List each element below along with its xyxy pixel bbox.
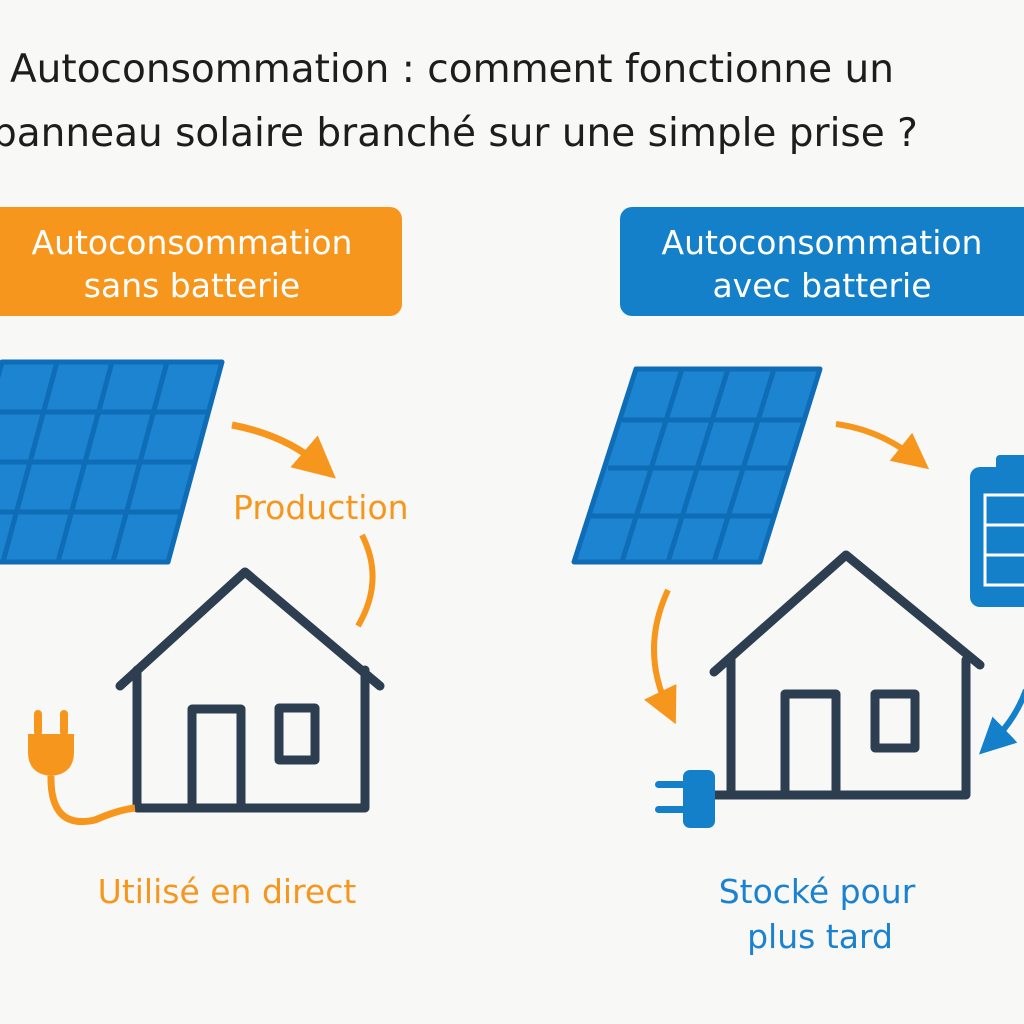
right-caption-line-1: Stocké pour bbox=[719, 872, 916, 911]
battery-icon bbox=[970, 455, 1024, 607]
production-label: Production bbox=[233, 488, 409, 527]
right-header-line-1: Autoconsommation bbox=[662, 223, 983, 262]
right-header-line-2: avec batterie bbox=[712, 266, 931, 305]
house-icon bbox=[115, 567, 385, 813]
left-header-box: Autoconsommation sans batterie bbox=[0, 207, 402, 316]
from-battery-arrow-icon bbox=[978, 688, 1024, 755]
right-header-box: Autoconsommation avec batterie bbox=[620, 207, 1024, 316]
house-icon bbox=[709, 550, 985, 800]
left-header-line-2: sans batterie bbox=[84, 266, 300, 305]
title-line-2: panneau solaire branché sur une simple p… bbox=[0, 111, 918, 156]
right-caption-line-2: plus tard bbox=[747, 917, 893, 956]
left-caption: Utilisé en direct bbox=[98, 872, 357, 911]
left-header-line-1: Autoconsommation bbox=[32, 223, 353, 262]
solar-panel-icon bbox=[571, 366, 823, 565]
plug-icon bbox=[28, 710, 136, 825]
title-line-1: Autoconsommation : comment fonctionne un bbox=[10, 47, 894, 92]
to-plug-arrow-icon bbox=[643, 588, 677, 725]
solar-panel-icon bbox=[0, 359, 225, 565]
flow-arc-icon bbox=[355, 533, 376, 628]
plug-icon bbox=[655, 770, 731, 828]
to-battery-arrow-icon bbox=[835, 421, 930, 470]
production-arrow-icon bbox=[231, 421, 336, 479]
